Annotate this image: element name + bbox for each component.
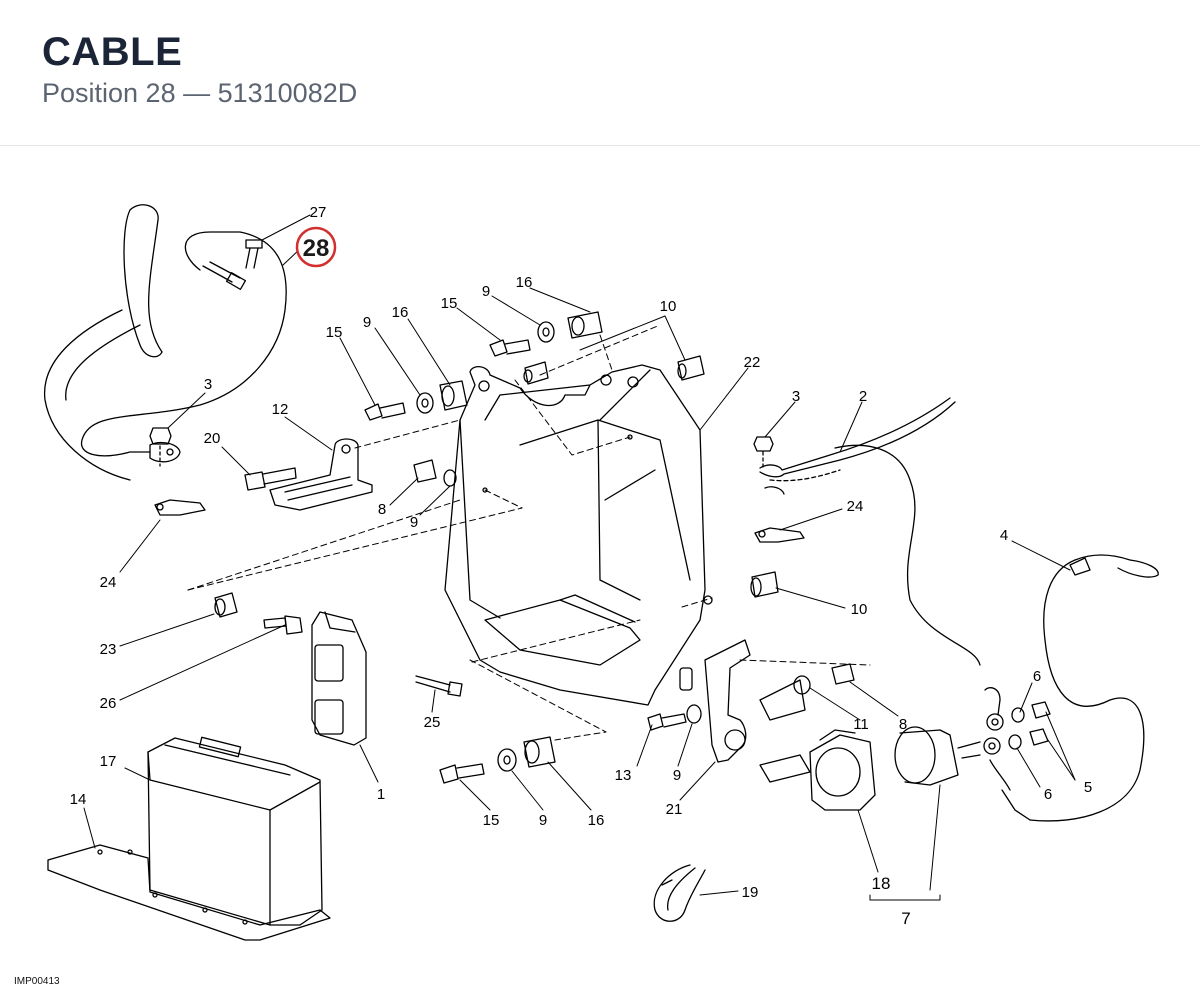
page-subtitle: Position 28 — 51310082D: [42, 78, 358, 108]
callout-20: 20: [204, 430, 221, 447]
callout-15-c: 15: [483, 812, 500, 829]
washer-9-top-a: [416, 392, 434, 414]
callout-6-top: 6: [1033, 668, 1041, 685]
callout-24-right: 24: [847, 498, 864, 515]
bracket-21: [704, 639, 811, 783]
relay-7: [894, 726, 981, 786]
callout-9-c: 9: [410, 514, 418, 531]
callout-26: 26: [100, 695, 117, 712]
washer-9-top-b: [537, 321, 555, 343]
callout-19: 19: [742, 884, 759, 901]
callout-5: 5: [1084, 779, 1092, 796]
washer-9-bottom: [497, 748, 517, 772]
leader-lines: [83, 214, 1076, 901]
spacer-8-right: [831, 663, 855, 685]
ground-bracket-24-right: [754, 527, 805, 543]
washer-11: [793, 675, 811, 695]
callout-18: 18: [872, 874, 891, 893]
cable-2: [759, 397, 981, 666]
callout-16-a: 16: [392, 304, 409, 321]
callout-16-b: 16: [516, 274, 533, 291]
pin-26: [263, 615, 303, 635]
callout-6-bottom: 6: [1044, 786, 1052, 803]
bolt-15-bottom: [439, 763, 485, 784]
callout-14: 14: [70, 791, 87, 808]
grommet-16-top-a: [439, 380, 468, 411]
callout-1: 1: [377, 786, 385, 803]
tray-14: [47, 844, 331, 941]
callout-21: 21: [666, 801, 683, 818]
screw-25: [415, 675, 463, 697]
callout-10-right: 10: [851, 601, 868, 618]
alignment-lines: [187, 324, 871, 741]
relay-holder-18: [809, 729, 876, 811]
spacer-10-top-a: [523, 361, 549, 385]
battery-17: [147, 736, 323, 926]
callout-9-d: 9: [673, 767, 681, 784]
frame-22: [444, 364, 713, 706]
spacer-23: [214, 592, 238, 618]
washer-9-bracket: [686, 704, 702, 724]
battery-cable-28: [80, 231, 287, 463]
image-code: IMP00413: [14, 976, 60, 987]
page-title: CABLE: [42, 30, 183, 74]
callout-15-b: 15: [441, 295, 458, 312]
spacer-10-right: [750, 571, 779, 598]
cable-4: [1029, 554, 1159, 822]
callout-8-right: 8: [899, 716, 907, 733]
callout-7: 7: [901, 909, 910, 928]
callout-3-right: 3: [792, 388, 800, 405]
strap-19: [653, 864, 706, 922]
bolt-27: [245, 239, 263, 269]
callout-13: 13: [615, 767, 632, 784]
callout-9-a: 9: [363, 314, 371, 331]
nuts-5: [1008, 701, 1051, 750]
callout-23: 23: [100, 641, 117, 658]
exploded-parts-diagram: 28 27 3 20 12 24 15 9 16 15 9 16 10 22 8…: [44, 204, 1159, 941]
terminals-6: [983, 687, 1031, 821]
bolt-15-top-a: [364, 402, 406, 421]
washer-9-left: [443, 469, 457, 487]
callout-16-c: 16: [588, 812, 605, 829]
callout-25: 25: [424, 714, 441, 731]
highlight-label-28: 28: [303, 235, 330, 262]
callout-15-a: 15: [326, 324, 343, 341]
header: CABLE Position 28 — 51310082D: [0, 0, 1200, 146]
bolt-13: [647, 713, 687, 731]
callout-9-b: 9: [482, 283, 490, 300]
harness-hose: [44, 204, 163, 481]
callout-9-e: 9: [539, 812, 547, 829]
bracket-12: [269, 438, 373, 511]
spacer-8-left: [413, 459, 437, 483]
bolt-15-top-b: [489, 339, 531, 357]
grommet-16-top-b: [567, 311, 603, 339]
callout-10-top: 10: [660, 298, 677, 315]
callout-2: 2: [859, 388, 867, 405]
callout-27: 27: [310, 204, 327, 221]
callout-12: 12: [272, 401, 289, 418]
ecu-1: [311, 611, 367, 746]
callout-4: 4: [1000, 527, 1008, 544]
callout-3-left: 3: [204, 376, 212, 393]
callout-8-left: 8: [378, 501, 386, 518]
spacer-10-top-b: [677, 355, 705, 381]
callout-24-left: 24: [100, 574, 117, 591]
ground-bracket-24-left: [154, 499, 206, 516]
grommet-16-bottom: [523, 736, 556, 768]
bolt-20: [244, 467, 297, 491]
callout-22: 22: [744, 354, 761, 371]
callout-11: 11: [853, 716, 869, 733]
highlight-circle-28: [295, 226, 337, 268]
callout-17: 17: [100, 753, 117, 770]
